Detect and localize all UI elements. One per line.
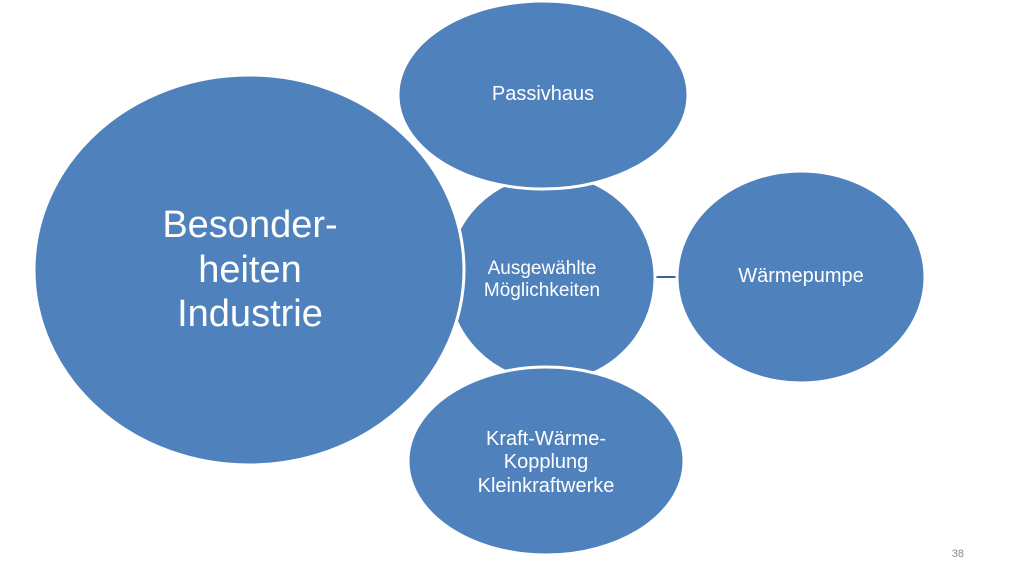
top-ellipse xyxy=(396,0,690,191)
page-number: 38 xyxy=(951,548,964,560)
top-label: Passivhaus xyxy=(491,83,595,106)
bottom-label: Kraft-Wärme- Kopplung Kleinkraftwerke xyxy=(477,427,615,497)
center-label: Ausgewählte Möglichkeiten xyxy=(483,257,601,301)
main-circle xyxy=(32,73,466,467)
right-label: Wärmepumpe xyxy=(738,265,864,288)
main-label: Besonder- heiten Industrie xyxy=(162,203,338,336)
right-ellipse xyxy=(675,169,927,385)
bottom-ellipse xyxy=(406,365,686,557)
